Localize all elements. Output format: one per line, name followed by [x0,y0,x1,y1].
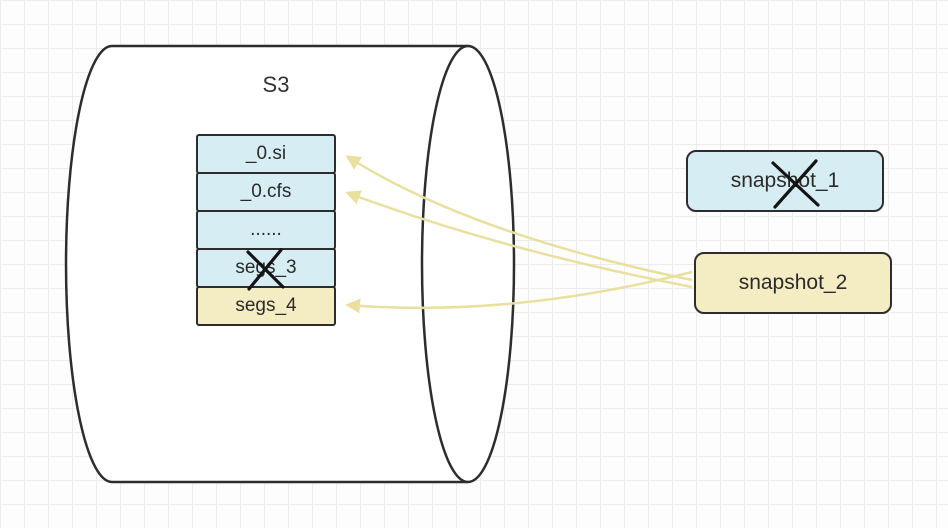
snapshot-1-node: snapshot_1 [686,150,884,212]
file-row-0cfs: _0.cfs [196,172,336,212]
file-row-0si: _0.si [196,134,336,174]
file-row-label: _0.si [245,143,287,164]
file-row-label: segs_4 [235,295,297,316]
file-row-label: _0.cfs [240,181,292,202]
file-row-label: ...... [250,219,282,240]
snapshot-2-node: snapshot_2 [694,252,892,314]
cylinder-right-cap [420,44,516,484]
file-row-label: segs_3 [235,257,297,278]
snapshot-label: snapshot_1 [730,169,840,192]
file-row-ellipsis: ...... [196,210,336,250]
file-row-segs3: segs_3 [196,248,336,288]
snapshot-label: snapshot_2 [738,271,848,294]
cylinder-label: S3 [262,72,290,97]
file-row-segs4: segs_4 [196,286,336,326]
